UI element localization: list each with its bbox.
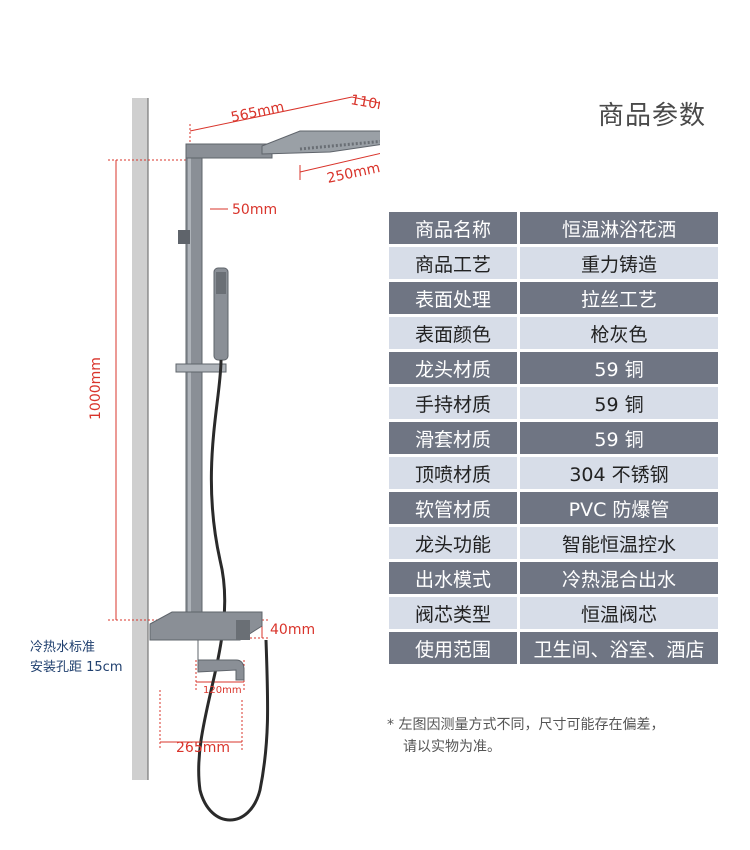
dimension-lines: [108, 96, 380, 750]
param-key: 龙头材质: [389, 352, 517, 384]
param-key: 龙头功能: [389, 527, 517, 559]
dim-120: 120mm: [203, 685, 242, 696]
param-value: 59 铜: [520, 387, 718, 419]
param-value: 冷热混合出水: [520, 562, 718, 594]
shower-fixture: [149, 130, 380, 822]
param-key: 表面颜色: [389, 317, 517, 349]
param-key: 出水模式: [389, 562, 517, 594]
param-row: 阀芯类型恒温阀芯: [389, 597, 718, 629]
dim-265: 265mm: [176, 740, 230, 756]
param-row: 使用范围卫生间、浴室、酒店: [389, 632, 718, 664]
dim-110: 110mm: [349, 92, 380, 117]
param-row: 龙头功能智能恒温控水: [389, 527, 718, 559]
param-row: 商品工艺重力铸造: [389, 247, 718, 279]
dim-50: 50mm: [232, 202, 277, 218]
page-title: 商品参数: [598, 101, 707, 131]
param-value: 59 铜: [520, 352, 718, 384]
param-key: 顶喷材质: [389, 457, 517, 489]
param-key: 软管材质: [389, 492, 517, 524]
param-value: 304 不锈钢: [520, 457, 718, 489]
param-key: 商品工艺: [389, 247, 517, 279]
param-value: PVC 防爆管: [520, 492, 718, 524]
shower-diagram: 565mm 110mm 15mm 250mm 50mm 1000mm 40mm …: [88, 92, 380, 822]
wall: [132, 98, 149, 780]
param-value: 恒温淋浴花洒: [520, 212, 718, 244]
installation-note-line2: 安装孔距 15cm: [30, 660, 123, 675]
param-row: 表面颜色枪灰色: [389, 317, 718, 349]
footnote: * 左图因测量方式不同，尺寸可能存在偏差， 请以实物为准。: [387, 714, 664, 758]
param-value: 拉丝工艺: [520, 282, 718, 314]
dim-565: 565mm: [230, 99, 286, 126]
param-value: 重力铸造: [520, 247, 718, 279]
param-key: 手持材质: [389, 387, 517, 419]
param-row: 商品名称恒温淋浴花洒: [389, 212, 718, 244]
param-value: 卫生间、浴室、酒店: [520, 632, 718, 664]
installation-note: 冷热水标准 安装孔距 15cm: [30, 638, 123, 678]
param-key: 使用范围: [389, 632, 517, 664]
installation-note-line1: 冷热水标准: [30, 640, 96, 655]
param-row: 表面处理拉丝工艺: [389, 282, 718, 314]
param-row: 出水模式冷热混合出水: [389, 562, 718, 594]
footnote-line2: 请以实物为准。: [403, 739, 501, 755]
dim-1000: 1000mm: [88, 357, 104, 420]
param-key: 表面处理: [389, 282, 517, 314]
param-value: 59 铜: [520, 422, 718, 454]
footnote-line1: * 左图因测量方式不同，尺寸可能存在偏差，: [387, 717, 665, 733]
dim-40: 40mm: [270, 622, 315, 638]
param-key: 阀芯类型: [389, 597, 517, 629]
param-value: 恒温阀芯: [520, 597, 718, 629]
param-value: 枪灰色: [520, 317, 718, 349]
param-key: 滑套材质: [389, 422, 517, 454]
param-key: 商品名称: [389, 212, 517, 244]
param-value: 智能恒温控水: [520, 527, 718, 559]
